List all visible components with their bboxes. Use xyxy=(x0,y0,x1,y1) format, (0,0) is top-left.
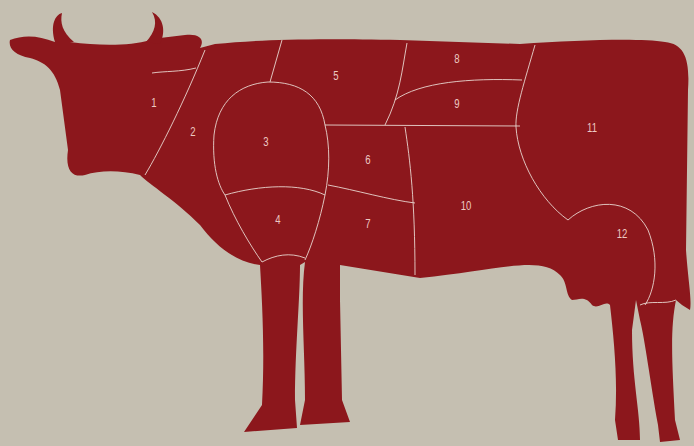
callout-number: 9 xyxy=(454,98,459,110)
callout-number: 4 xyxy=(275,214,280,226)
cut-line xyxy=(262,255,305,262)
cut-line xyxy=(328,185,415,203)
cut-line xyxy=(568,204,655,305)
callout-number: 6 xyxy=(365,154,370,166)
left-horn xyxy=(53,13,74,42)
cut-line xyxy=(225,195,262,262)
cut-line xyxy=(145,50,205,175)
cut-lines xyxy=(145,40,676,305)
callout-number: 5 xyxy=(333,70,338,82)
cow-silhouette xyxy=(10,12,691,442)
callout-number: 8 xyxy=(454,53,459,65)
cut-line xyxy=(305,195,325,260)
cut-line xyxy=(152,68,196,73)
cut-line xyxy=(325,125,520,126)
callout-number: 2 xyxy=(190,126,195,138)
cut-line xyxy=(270,40,282,82)
cow-body xyxy=(10,35,691,442)
callout-number: 10 xyxy=(461,200,472,212)
cut-line xyxy=(395,80,522,100)
cut-line xyxy=(516,45,568,220)
callout-number: 3 xyxy=(263,136,268,148)
callout-number: 12 xyxy=(617,228,628,240)
callout-number: 11 xyxy=(587,122,597,134)
cut-line xyxy=(214,82,329,195)
callout-number: 1 xyxy=(151,97,156,109)
cut-line xyxy=(405,127,415,275)
cut-line xyxy=(385,43,407,125)
right-horn xyxy=(146,12,163,44)
callout-number: 7 xyxy=(365,218,370,230)
cut-line xyxy=(640,300,676,305)
